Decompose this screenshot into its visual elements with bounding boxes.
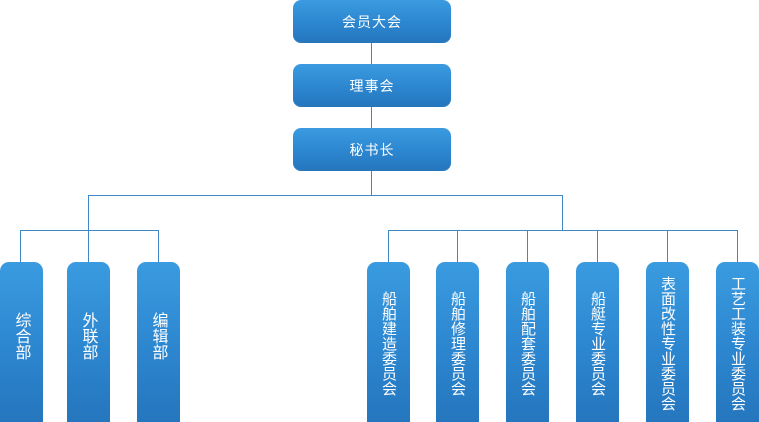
node-label: 工艺工装专业委员会	[729, 275, 747, 411]
node-surface-modification-committee: 表面改性专业委员会	[646, 262, 689, 422]
node-label: 外联部	[79, 312, 99, 360]
node-ship-equipment-committee: 船舶配套委员会	[506, 262, 549, 422]
node-label: 船舶建造委员会	[380, 290, 398, 396]
node-council: 理事会	[293, 64, 451, 107]
node-secretary-general: 秘书长	[293, 128, 451, 171]
node-shipbuilding-committee: 船舶建造委员会	[367, 262, 410, 422]
node-general-affairs-dept: 综合部	[0, 262, 43, 422]
node-boat-committee: 船艇专业委员会	[576, 262, 619, 422]
node-process-tooling-committee: 工艺工装专业委员会	[716, 262, 759, 422]
node-label: 表面改性专业委员会	[659, 275, 677, 411]
node-label: 会员大会	[342, 14, 402, 31]
node-label: 船艇专业委员会	[589, 290, 607, 396]
node-external-relations-dept: 外联部	[67, 262, 110, 422]
node-label: 船舶配套委员会	[519, 290, 537, 396]
node-label: 理事会	[349, 78, 395, 95]
node-label: 秘书长	[349, 142, 395, 159]
node-label: 船舶修理委员会	[449, 290, 467, 396]
node-editorial-dept: 编辑部	[137, 262, 180, 422]
node-general-assembly: 会员大会	[293, 0, 451, 43]
node-label: 编辑部	[149, 312, 169, 360]
node-label: 综合部	[12, 312, 32, 360]
node-ship-repair-committee: 船舶修理委员会	[436, 262, 479, 422]
